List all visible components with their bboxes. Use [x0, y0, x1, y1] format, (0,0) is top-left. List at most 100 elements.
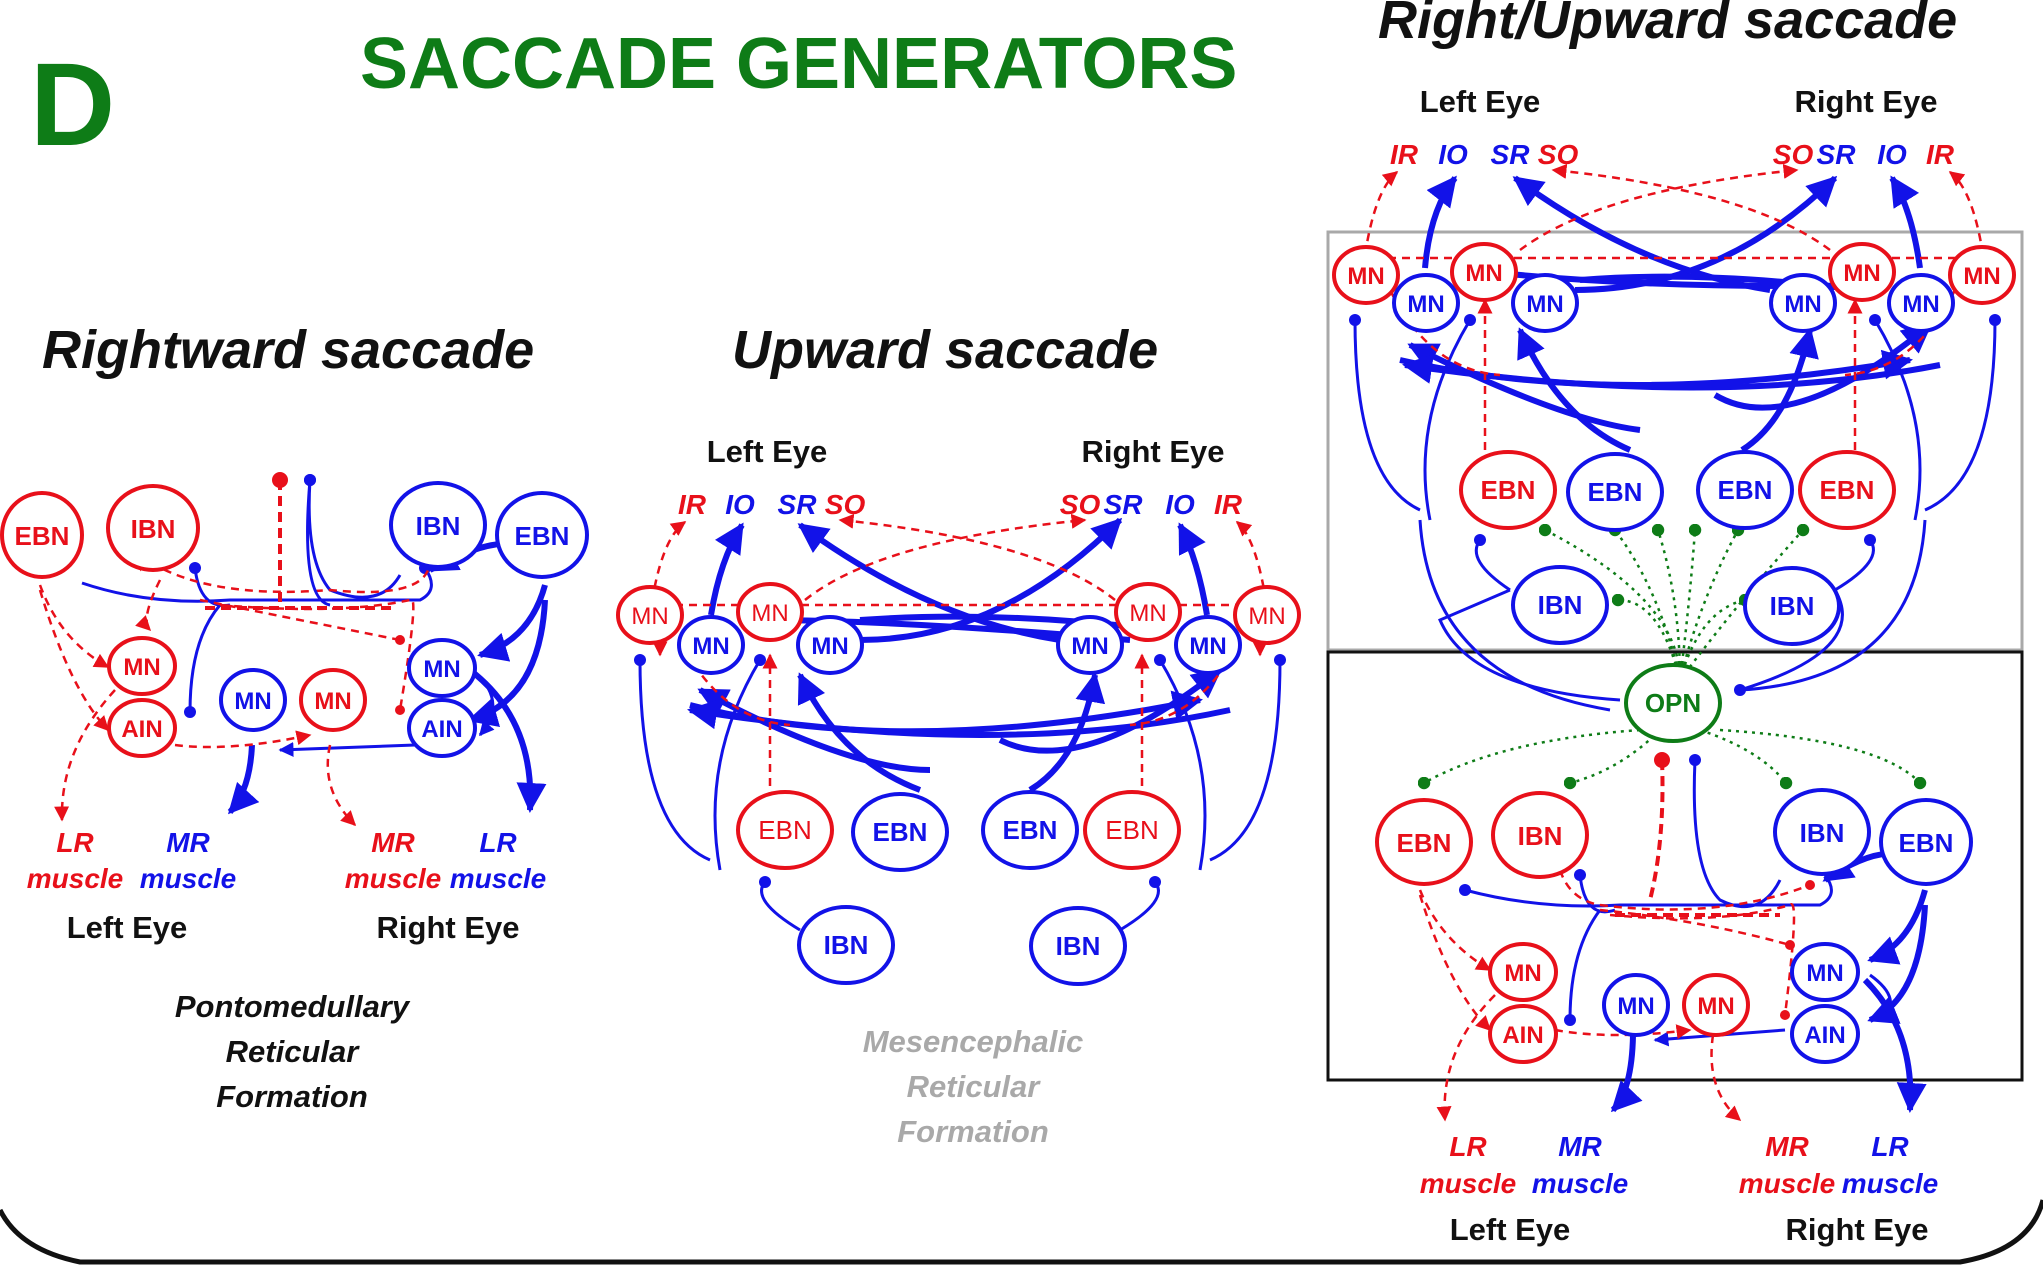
svg-text:EBN: EBN [758, 815, 811, 845]
svg-text:EBN: EBN [1820, 475, 1875, 505]
svg-text:MN: MN [1617, 993, 1654, 1020]
cb-bottom-right-eye: Right Eye [1786, 1212, 1929, 1247]
up-mn-red-rl: MN [1114, 582, 1182, 642]
cb-mr-right: MR [1765, 1131, 1809, 1162]
up-mn-red-lr: MN [736, 582, 804, 642]
cb-mn-blue-lower-center: MN [1602, 973, 1670, 1037]
cb-ebn-lower-right: EBN [1879, 798, 1973, 886]
up-l-so: SO [825, 489, 866, 520]
cb-upper-box [1326, 230, 2024, 652]
rw-ebn-right: EBN [495, 491, 589, 579]
cb-r-sr: SR [1817, 139, 1857, 170]
cb-right-eye: Right Eye [1795, 84, 1938, 119]
rw-ain-left: AIN [107, 698, 177, 758]
svg-text:MN: MN [1248, 603, 1285, 630]
combined-title: Right/Upward saccade [1378, 0, 1957, 50]
up-ebn-red-right: EBN [1083, 790, 1181, 870]
svg-text:AIN: AIN [121, 716, 162, 743]
main-title: SACCADE GENERATORS [360, 24, 1237, 104]
cb-muscle-lr-right: muscle [1842, 1168, 1939, 1199]
rightward-title: Rightward saccade [42, 320, 534, 380]
svg-text:MN: MN [1784, 291, 1821, 318]
svg-text:MN: MN [1526, 291, 1563, 318]
svg-text:EBN: EBN [1481, 475, 1536, 505]
rw-region-1: Pontomedullary [175, 989, 411, 1024]
up-region-2: Reticular [907, 1069, 1042, 1104]
svg-text:MN: MN [423, 656, 460, 683]
cb-muscle-lr-left: muscle [1420, 1168, 1517, 1199]
svg-text:MN: MN [1843, 260, 1880, 287]
rw-lr-right: LR [479, 827, 517, 858]
svg-text:MN: MN [234, 688, 271, 715]
svg-text:EBN: EBN [1899, 828, 1954, 858]
cb-mn-red-lower-center: MN [1682, 973, 1750, 1037]
svg-text:MN: MN [811, 633, 848, 660]
up-ibn-right: IBN [1029, 906, 1127, 986]
cb-mn-red-rr: MN [1948, 245, 2016, 305]
cb-mn-red-lr: MN [1450, 242, 1518, 302]
cb-mn-blue-rc: MN [1769, 273, 1837, 333]
svg-text:EBN: EBN [15, 521, 70, 551]
rw-muscle-mr-right: muscle [345, 863, 442, 894]
svg-text:MN: MN [1407, 291, 1444, 318]
rw-mn-red-center: MN [299, 668, 367, 732]
cb-ain-lower-right: AIN [1790, 1004, 1860, 1064]
cb-lr-left: LR [1449, 1131, 1487, 1162]
rw-ibn-left: IBN [106, 484, 200, 572]
svg-text:MN: MN [1697, 993, 1734, 1020]
svg-text:EBN: EBN [873, 817, 928, 847]
svg-text:AIN: AIN [1804, 1022, 1845, 1049]
up-r-so: SO [1060, 489, 1101, 520]
svg-text:MN: MN [1504, 960, 1541, 987]
up-r-ir: IR [1214, 489, 1243, 520]
panel-frame [0, 1199, 2043, 1265]
cb-lower-box [1326, 650, 2024, 1082]
rw-region-3: Formation [216, 1079, 368, 1114]
cb-mn-red-ll: MN [1332, 245, 1400, 305]
cb-mn-blue-ll: MN [1392, 273, 1460, 333]
up-r-sr: SR [1104, 489, 1144, 520]
cb-bottom-left-eye: Left Eye [1450, 1212, 1571, 1247]
up-mn-red-rr: MN [1233, 585, 1301, 645]
svg-text:MN: MN [1129, 600, 1166, 627]
up-ebn-blue-left: EBN [851, 792, 949, 872]
cb-l-ir: IR [1390, 139, 1419, 170]
up-ebn-blue-right: EBN [981, 790, 1079, 870]
svg-text:IBN: IBN [1800, 818, 1845, 848]
svg-text:MN: MN [1902, 291, 1939, 318]
cb-ain-lower-left: AIN [1488, 1004, 1558, 1064]
cb-mn-blue-lower-right: MN [1790, 942, 1860, 1002]
cb-ebn-blue-right: EBN [1696, 450, 1794, 530]
svg-text:OPN: OPN [1645, 688, 1701, 718]
svg-text:IBN: IBN [131, 514, 176, 544]
up-l-io: IO [725, 489, 755, 520]
cb-opn: OPN [1624, 663, 1722, 743]
svg-text:MN: MN [1347, 263, 1384, 290]
rw-mr-left: MR [166, 827, 210, 858]
svg-text:MN: MN [631, 603, 668, 630]
cb-mn-red-rl: MN [1828, 242, 1896, 302]
rw-mr-right: MR [371, 827, 415, 858]
up-r-io: IO [1165, 489, 1195, 520]
svg-text:MN: MN [123, 654, 160, 681]
cb-ibn-lower-left: IBN [1491, 791, 1589, 879]
svg-text:MN: MN [1465, 260, 1502, 287]
cb-muscle-mr-right: muscle [1739, 1168, 1836, 1199]
svg-text:IBN: IBN [1770, 591, 1815, 621]
svg-text:AIN: AIN [1502, 1022, 1543, 1049]
svg-text:EBN: EBN [1003, 815, 1058, 845]
svg-text:IBN: IBN [824, 930, 869, 960]
up-mn-blue-rc: MN [1056, 615, 1124, 675]
svg-text:MN: MN [1806, 960, 1843, 987]
up-left-eye: Left Eye [707, 434, 828, 469]
up-ebn-red-left: EBN [736, 790, 834, 870]
cb-r-io: IO [1877, 139, 1907, 170]
svg-text:EBN: EBN [1397, 828, 1452, 858]
svg-text:MN: MN [1189, 633, 1226, 660]
panel-letter: D [30, 39, 115, 171]
cb-ebn-blue-left: EBN [1566, 452, 1664, 532]
cb-l-io: IO [1438, 139, 1468, 170]
rw-region-2: Reticular [226, 1034, 361, 1069]
up-mn-red-ll: MN [616, 585, 684, 645]
